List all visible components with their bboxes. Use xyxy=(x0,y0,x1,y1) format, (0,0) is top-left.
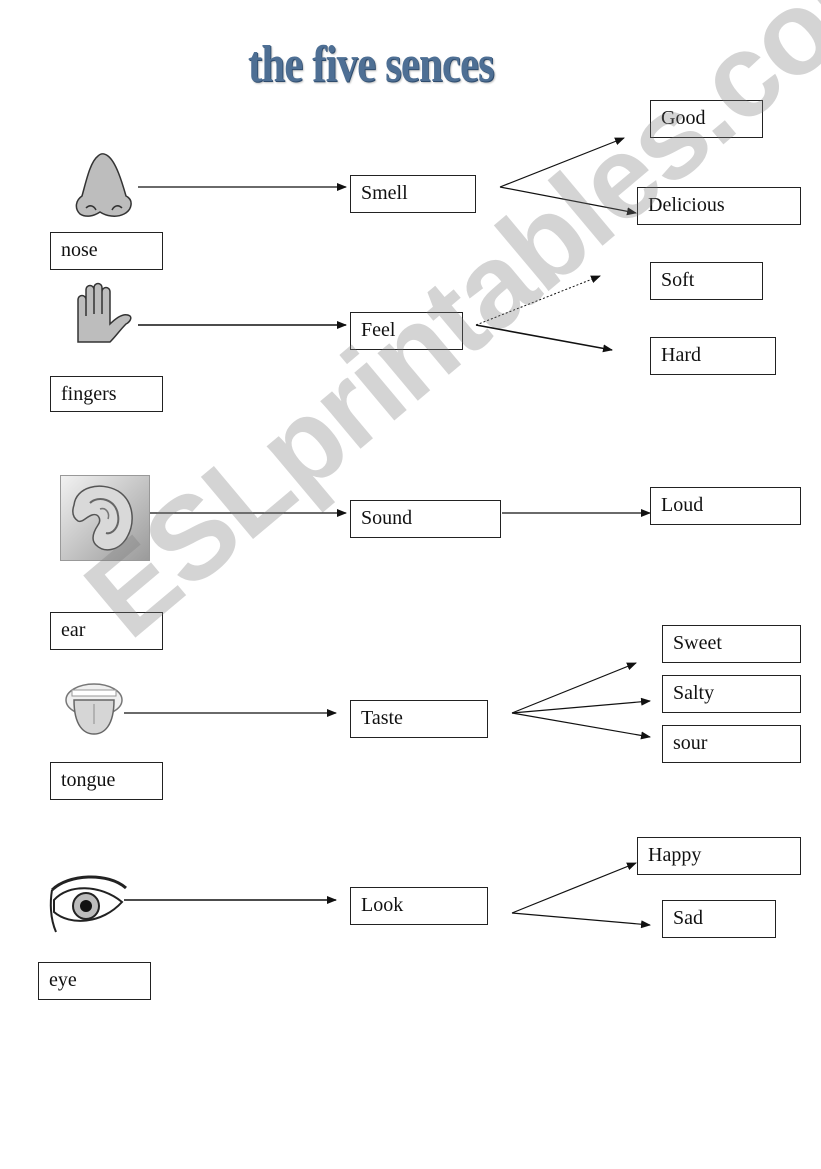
sense-feel: Feel xyxy=(350,312,463,350)
label-tongue: tongue xyxy=(50,762,163,800)
ear-icon xyxy=(60,475,150,561)
arrow-smell-good xyxy=(500,138,624,187)
nose-icon xyxy=(72,152,136,220)
result-delicious: Delicious xyxy=(637,187,801,225)
sense-taste: Taste xyxy=(350,700,488,738)
arrow-taste-salty xyxy=(512,701,650,713)
sense-smell: Smell xyxy=(350,175,476,213)
result-sad: Sad xyxy=(662,900,776,938)
eye-icon xyxy=(48,872,128,936)
label-ear: ear xyxy=(50,612,163,650)
tongue-icon xyxy=(64,680,124,736)
result-happy: Happy xyxy=(637,837,801,875)
label-nose: nose xyxy=(50,232,163,270)
arrow-smell-delicious xyxy=(500,187,636,213)
sense-sound: Sound xyxy=(350,500,501,538)
result-sweet: Sweet xyxy=(662,625,801,663)
arrow-look-happy xyxy=(512,863,636,913)
hand-icon xyxy=(74,282,138,346)
label-eye: eye xyxy=(38,962,151,1000)
label-fingers: fingers xyxy=(50,376,163,412)
result-soft: Soft xyxy=(650,262,763,300)
result-sour: sour xyxy=(662,725,801,763)
arrow-feel-hard xyxy=(476,325,612,350)
result-salty: Salty xyxy=(662,675,801,713)
arrow-feel-soft xyxy=(476,276,600,325)
arrow-taste-sour xyxy=(512,713,650,737)
result-loud: Loud xyxy=(650,487,801,525)
arrow-taste-sweet xyxy=(512,663,636,713)
arrow-look-sad xyxy=(512,913,650,925)
result-good: Good xyxy=(650,100,763,138)
sense-look: Look xyxy=(350,887,488,925)
result-hard: Hard xyxy=(650,337,776,375)
